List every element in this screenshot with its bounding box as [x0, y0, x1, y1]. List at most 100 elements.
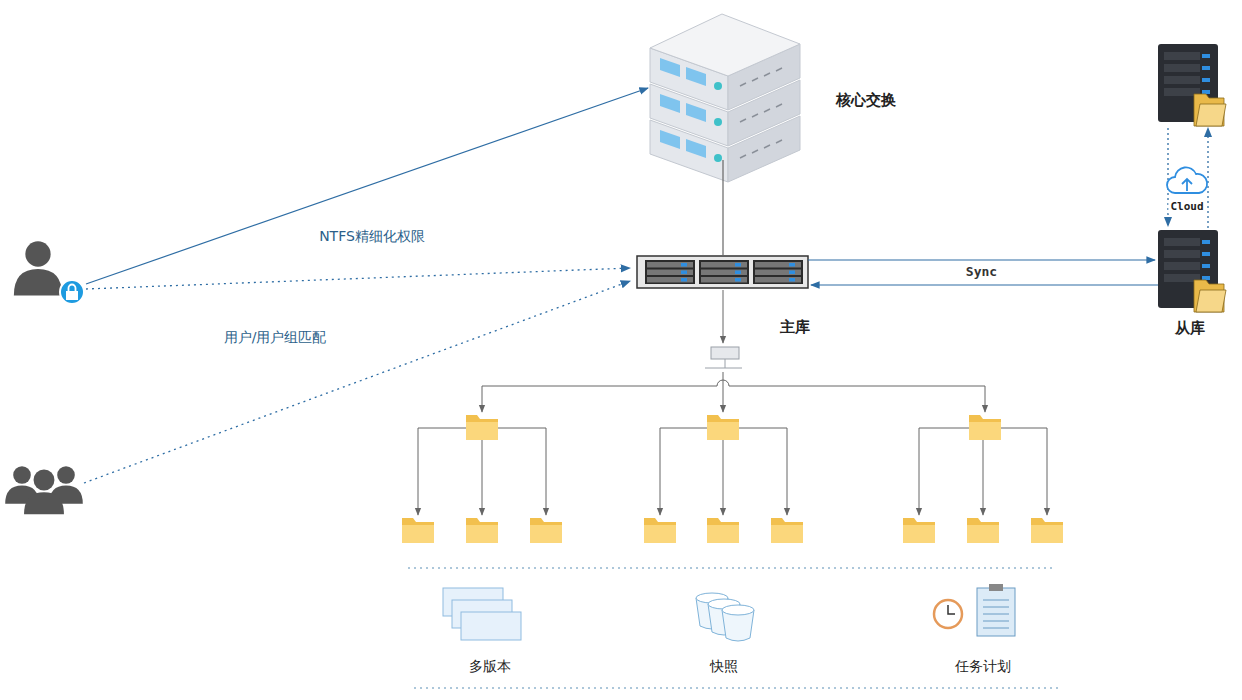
rack-chassis: [637, 256, 808, 288]
tree-line: [1047, 428, 1048, 515]
cloud-shape: [1167, 167, 1207, 193]
tree-line: [546, 428, 547, 515]
clipboard-row: [983, 621, 1009, 622]
clipboard: [977, 588, 1015, 636]
drive-slot: [701, 277, 747, 283]
dotted-separator: [414, 688, 1060, 689]
switch-vent: [752, 114, 758, 117]
cloud-arrow: [1182, 179, 1192, 191]
tree-line: [723, 386, 724, 412]
person-body: [24, 492, 64, 514]
switch-top-face: [650, 14, 800, 76]
server-node: 核心交换: [650, 10, 800, 160]
switch-vent: [752, 150, 758, 153]
drive-led: [735, 263, 741, 267]
folder-icon: [1031, 518, 1063, 543]
tower-led: [1202, 264, 1210, 268]
person-head: [13, 466, 31, 484]
node-label: 主库: [780, 318, 810, 336]
user-match-line: [86, 268, 630, 289]
switch-vent: [776, 140, 782, 143]
tower-bay: [1164, 64, 1200, 72]
clipboard-row: [983, 628, 1009, 629]
switch-vent: [764, 73, 770, 76]
cloud-icon: [1167, 167, 1207, 193]
tower-bay: [1164, 76, 1200, 84]
drive-slot: [647, 270, 693, 276]
folder-front: [402, 525, 434, 543]
group-match-line: [84, 281, 630, 483]
folder-back: [402, 518, 434, 543]
line-label: 用户/用户组匹配: [224, 329, 327, 347]
user-icon: [14, 241, 84, 304]
switch-window: [660, 94, 680, 113]
clipboard-clip: [989, 584, 1003, 591]
node-label: 快照: [710, 658, 738, 675]
tree-line: [418, 428, 466, 429]
connector: [722, 160, 723, 256]
switch-vent: [740, 83, 746, 86]
folder-front: [1031, 525, 1063, 543]
drive-slot: [701, 270, 747, 276]
folder-front: [967, 525, 999, 543]
tree-line: [660, 428, 707, 429]
folder-front: [466, 422, 498, 440]
switch-vent: [764, 109, 770, 112]
folder-front: [707, 525, 739, 543]
drive-led: [789, 263, 795, 267]
drive-led: [789, 271, 795, 275]
clock-hands: [948, 605, 955, 614]
clipboard-row: [983, 607, 1009, 608]
drive-slot: [647, 262, 693, 268]
lock-body: [66, 291, 78, 300]
folder-back: [466, 415, 498, 440]
node-label: Cloud: [1168, 200, 1205, 213]
tower-bay: [1164, 238, 1200, 246]
folder-front: [771, 525, 803, 543]
folder-front: [707, 422, 739, 440]
dotted-separator: [408, 568, 1055, 569]
tree-line: [787, 428, 788, 515]
version-sheet: [461, 612, 521, 640]
tower-server-icon: [1158, 44, 1226, 126]
folder-icon: [969, 415, 1001, 440]
tower-led: [1202, 276, 1210, 280]
drive-led: [681, 271, 687, 275]
folder-back: [530, 518, 562, 543]
tree-line: [739, 428, 787, 429]
folder-icon: [402, 518, 434, 543]
schedule-icon: [934, 584, 1015, 636]
drive-slot: [755, 277, 801, 283]
tree-line: [482, 440, 483, 515]
folder-icon: [466, 415, 498, 440]
folder-icon: [466, 518, 498, 543]
tower-server-icon: [1158, 230, 1226, 312]
node-label: 从库: [1175, 319, 1205, 337]
folder-back: [466, 518, 498, 543]
tower-led: [1202, 66, 1210, 70]
tower-led: [1202, 252, 1210, 256]
lock-shackle: [69, 285, 76, 291]
person-head: [34, 470, 55, 491]
hub-box: [711, 347, 739, 359]
folder-tree: [402, 372, 1063, 543]
permission-line: [86, 88, 648, 284]
drive-slot: [647, 277, 693, 283]
cloud-link-up: [1207, 128, 1208, 228]
drive-slot: [755, 262, 801, 268]
drive-slot: [701, 262, 747, 268]
tree-line: [660, 428, 661, 515]
server-node: 快照: [694, 592, 756, 640]
hub-base: [705, 368, 742, 369]
folder-front: [969, 422, 1001, 440]
drive-led: [789, 278, 795, 282]
switch-led: [714, 118, 722, 126]
switch-vent: [740, 155, 746, 158]
tree-line: [985, 386, 986, 412]
switch-led: [714, 154, 722, 162]
drive-bay: [699, 260, 749, 284]
folder-back: [707, 415, 739, 440]
